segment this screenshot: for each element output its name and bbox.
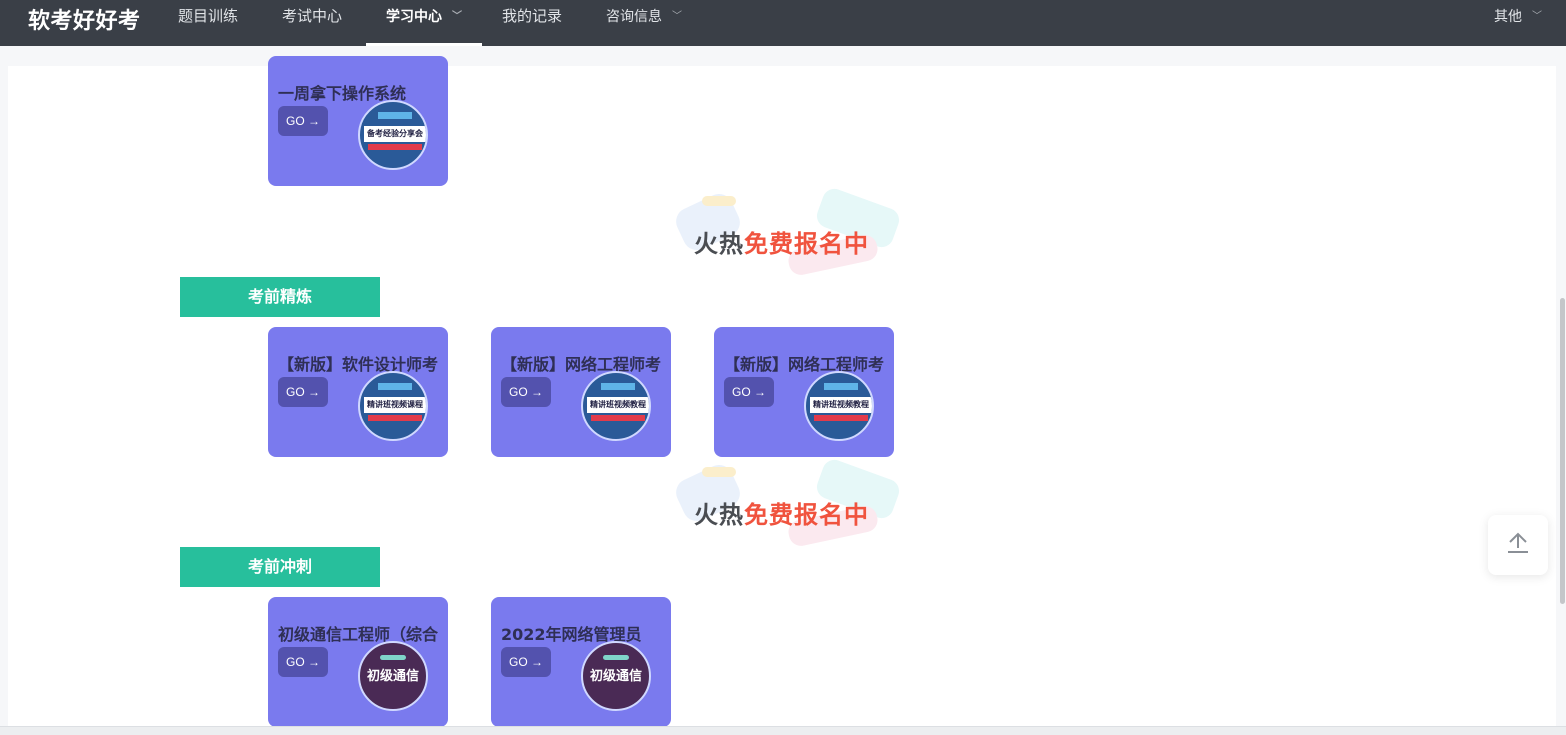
section-header-pre-exam-sprint: 考前冲刺 (180, 547, 380, 587)
nav-item-question-training[interactable]: 题目训练 (178, 0, 238, 46)
course-card[interactable]: 初级通信工程师（综合 GO → 初级通信 (268, 597, 448, 727)
course-card[interactable]: 2022年网络管理员 GO → 初级通信 (491, 597, 671, 727)
nav-item-label: 题目训练 (178, 7, 239, 25)
section-header-pre-exam-refine: 考前精炼 (180, 277, 380, 317)
nav-item-my-records[interactable]: 我的记录 (502, 0, 562, 46)
course-title: 2022年网络管理员 (501, 625, 642, 644)
horizontal-scrollbar[interactable] (0, 726, 1566, 735)
thumbnail-decoration (368, 144, 422, 150)
chevron-down-icon: ﹀ (1532, 11, 1542, 22)
nav-item-learning-center[interactable]: 学习中心 ﹀ (386, 0, 462, 46)
course-card[interactable]: 【新版】网络工程师考 GO → 精讲班视频教程 (491, 327, 671, 457)
nav-item-label: 学习中心 (386, 9, 442, 25)
thumbnail-label: 精讲班视频教程 (587, 397, 649, 413)
course-thumbnail: 备考经验分享会 (358, 100, 428, 170)
vertical-scrollbar[interactable] (1559, 66, 1566, 726)
course-card[interactable]: 【新版】软件设计师考 GO → 精讲班视频课程 (268, 327, 448, 457)
banner-decoration (702, 467, 736, 477)
course-thumbnail: 初级通信 (358, 641, 428, 711)
thumbnail-decoration (378, 112, 412, 119)
thumbnail-label: 备考经验分享会 (364, 126, 426, 142)
go-button[interactable]: GO → (724, 377, 774, 407)
go-button[interactable]: GO → (501, 647, 551, 677)
nav-item-label: 考试中心 (282, 7, 343, 25)
banner-text-dark: 火热 (694, 230, 744, 258)
banner-text-red: 免费报名中 (744, 501, 869, 529)
course-thumbnail: 精讲班视频教程 (804, 371, 874, 441)
thumbnail-decoration (814, 415, 868, 421)
course-card[interactable]: 一周拿下操作系统 GO → 备考经验分享会 (268, 56, 448, 186)
course-thumbnail: 初级通信 (581, 641, 651, 711)
thumbnail-label: 精讲班视频课程 (364, 397, 426, 413)
go-button[interactable]: GO → (278, 377, 328, 407)
thumbnail-decoration (368, 415, 422, 421)
nav-item-label: 咨询信息 (606, 9, 662, 25)
course-card[interactable]: 【新版】网络工程师考 GO → 精讲班视频教程 (714, 327, 894, 457)
nav-item-label: 其他 (1494, 9, 1522, 25)
chevron-down-icon: ﹀ (452, 11, 462, 22)
promo-banner[interactable]: 火热免费报名中 (668, 456, 908, 549)
arrow-up-icon (1508, 532, 1528, 553)
course-title: 初级通信工程师（综合 (278, 625, 439, 644)
go-button[interactable]: GO → (278, 647, 328, 677)
active-nav-indicator (366, 43, 482, 46)
thumbnail-label: 初级通信 (366, 669, 419, 684)
chevron-down-icon: ﹀ (672, 11, 682, 22)
thumbnail-decoration (824, 383, 858, 390)
brand-logo[interactable]: 软考好好考 (28, 9, 141, 34)
course-title: 【新版】软件设计师考 (278, 355, 439, 374)
back-to-top-button[interactable] (1488, 515, 1548, 575)
thumbnail-decoration (603, 655, 629, 660)
thumbnail-decoration (601, 383, 635, 390)
course-thumbnail: 精讲班视频教程 (581, 371, 651, 441)
thumbnail-label: 精讲班视频教程 (810, 397, 872, 413)
banner-text-red: 免费报名中 (744, 230, 869, 258)
thumbnail-label: 初级通信 (589, 669, 642, 684)
course-title: 【新版】网络工程师考 (501, 355, 662, 374)
banner-text: 火热免费报名中 (694, 224, 869, 259)
promo-banner[interactable]: 火热免费报名中 (668, 185, 908, 278)
top-navbar: 软考好好考 题目训练 考试中心 学习中心 ﹀ 我的记录 咨询信息 ﹀ 其他 ﹀ (0, 0, 1566, 46)
course-title: 【新版】网络工程师考 (724, 355, 885, 374)
thumbnail-decoration (378, 383, 412, 390)
nav-item-consult-info[interactable]: 咨询信息 ﹀ (606, 0, 682, 46)
nav-item-label: 我的记录 (502, 7, 563, 25)
thumbnail-decoration (380, 655, 406, 660)
course-thumbnail: 精讲班视频课程 (358, 371, 428, 441)
go-button[interactable]: GO → (278, 106, 328, 136)
course-title: 一周拿下操作系统 (278, 84, 407, 103)
banner-text-dark: 火热 (694, 501, 744, 529)
thumbnail-decoration (591, 415, 645, 421)
banner-decoration (702, 196, 736, 206)
banner-text: 火热免费报名中 (694, 495, 869, 530)
go-button[interactable]: GO → (501, 377, 551, 407)
nav-item-other[interactable]: 其他 ﹀ (1494, 0, 1542, 34)
nav-item-exam-center[interactable]: 考试中心 (282, 0, 342, 46)
scrollbar-thumb[interactable] (1560, 298, 1565, 604)
